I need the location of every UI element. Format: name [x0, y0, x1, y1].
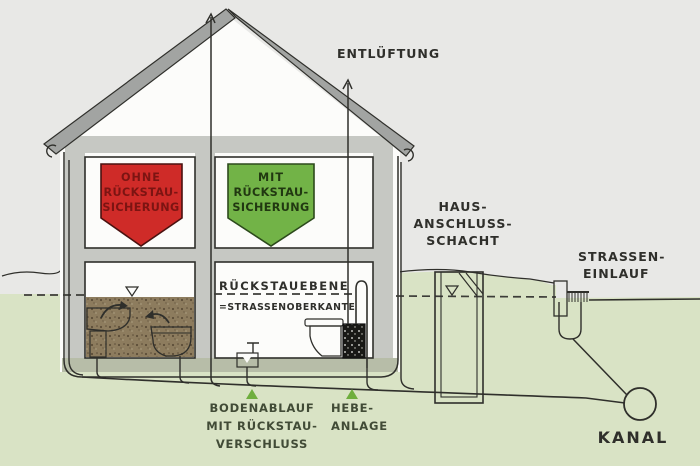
water-level-marker-icon	[444, 285, 460, 297]
gutter-hook-left-icon	[46, 144, 57, 158]
shield-red	[100, 163, 183, 247]
toilet-right	[309, 325, 342, 357]
label-kanal: KANAL	[598, 428, 669, 447]
backflow-level-line	[24, 293, 557, 298]
shield-red-line2: RÜCKSTAU-	[103, 185, 178, 199]
label-hebeanlage-2: ANLAGE	[331, 419, 388, 433]
inlet-outlet-pipe	[572, 338, 628, 396]
house: OHNE RÜCKSTAU- SICHERUNG MIT RÜCKSTAU- S…	[43, 8, 415, 378]
shield-red-line1: OHNE	[121, 171, 161, 184]
label-bodenablauf-1: BODENABLAUF	[209, 401, 314, 415]
sewer-pipes	[68, 160, 626, 404]
basement-floor-slab	[62, 358, 398, 372]
water-level-marker-icon	[124, 286, 140, 298]
label-hebeanlage-1: HEBE-	[331, 401, 374, 415]
arrow-up-icon	[342, 78, 353, 90]
house-outline	[63, 152, 399, 378]
downpipe-right	[400, 162, 415, 390]
label-strassen-einlauf-2: EINLAUF	[583, 266, 650, 281]
downpipe-left	[68, 160, 84, 376]
floor-drain-valve-icon	[243, 357, 251, 363]
pointer-triangle-icon	[346, 389, 358, 399]
shield-green-line3: SICHERUNG	[232, 201, 309, 214]
flooded-basement	[86, 286, 194, 358]
shield-without-protection: OHNE RÜCKSTAU- SICHERUNG	[100, 163, 183, 247]
sewer-pipe-section	[623, 387, 657, 421]
shield-green	[227, 163, 315, 247]
label-haus-anschluss-2: ANSCHLUSS-	[413, 216, 512, 231]
label-strassen-einlauf-1: STRASSEN-	[578, 249, 665, 264]
washbasin	[86, 307, 131, 332]
wall-left	[65, 140, 85, 372]
room-upper-right	[214, 156, 374, 249]
ceiling-slab	[65, 136, 393, 153]
shaft-inlet-pipe	[458, 272, 484, 297]
backflow-loop-pipe	[355, 280, 368, 368]
street-inlet	[553, 280, 700, 396]
drain-handle-icon	[247, 342, 259, 353]
catch-basin	[558, 302, 582, 340]
shield-red-line3: SICHERUNG	[102, 201, 179, 214]
curb-block	[553, 280, 568, 317]
inlet-grate-icon	[568, 292, 588, 302]
washbasin-pedestal	[89, 330, 107, 358]
street-surface-line	[588, 298, 700, 301]
wall-center	[195, 140, 215, 372]
wall-right	[373, 140, 393, 372]
label-bodenablauf-2: MIT RÜCKSTAU-	[206, 418, 317, 433]
basement-right	[214, 261, 374, 359]
backflow-arrow-icon	[100, 304, 122, 319]
collector-pipe-to-sewer	[81, 376, 626, 404]
house-connection-shaft	[434, 271, 484, 404]
arrow-up-icon	[205, 12, 216, 24]
label-entlueftung: ENTLÜFTUNG	[337, 46, 440, 61]
label-rueckstauebene: RÜCKSTAUEBENE	[219, 278, 349, 293]
shield-green-line2: RÜCKSTAU-	[233, 185, 308, 199]
lifting-station	[342, 323, 366, 359]
protected-basement	[236, 280, 368, 368]
floor-slab-mid	[65, 248, 393, 262]
basement-left	[84, 261, 196, 359]
roof-left	[43, 8, 236, 155]
room-upper-left	[84, 156, 196, 249]
terrain-line-left	[1, 267, 63, 277]
toilet-left	[150, 326, 192, 357]
label-bodenablauf-3: VERSCHLUSS	[216, 437, 308, 451]
label-strassenoberkante: =STRASSENOBERKANTE	[219, 302, 355, 313]
gutter-hook-right-icon	[403, 148, 414, 162]
label-haus-anschluss-3: SCHACHT	[426, 233, 499, 248]
label-haus-anschluss-1: HAUS-	[438, 199, 487, 214]
roof-right	[227, 8, 415, 157]
pointer-triangle-icon	[246, 389, 258, 399]
shield-green-line1: MIT	[258, 171, 284, 184]
shield-with-protection: MIT RÜCKSTAU- SICHERUNG	[227, 163, 315, 247]
